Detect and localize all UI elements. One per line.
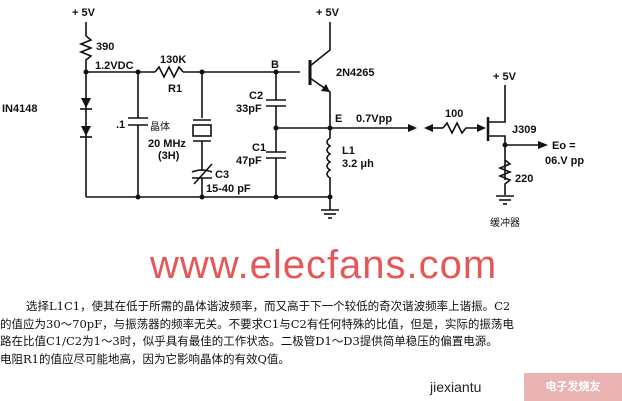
label-diodes: IN4148 <box>2 103 37 115</box>
ground-icon <box>496 195 514 205</box>
description-text: 选择L1C1，使其在低于所需的晶体谐波频率，而又高于下一个较低的奇次谐波频率上谐… <box>0 298 622 368</box>
label-buffer: 缓冲器 <box>490 216 520 229</box>
crystal <box>192 124 212 137</box>
label-l1: L1 <box>342 145 355 157</box>
label-crystal: 晶体 <box>150 121 170 133</box>
resistor-r1 <box>154 65 184 79</box>
label-c3-value: 15-40 pF <box>206 183 251 195</box>
label-transistor: 2N4265 <box>336 67 375 79</box>
label-output: Eo = <box>552 140 576 152</box>
label-supply-transistor: + 5V <box>316 7 340 19</box>
label-crystal-freq: 20 MHz <box>148 138 186 150</box>
description-line: 的值应为30～70pF，与振荡器的频率无关。不要求C1与C2有任何特殊的比值，但… <box>0 316 514 331</box>
label-emitter-signal: 0.7Vpp <box>356 113 392 125</box>
label-cap-bypass: .1 <box>116 119 125 131</box>
diode-2 <box>81 126 91 136</box>
description-line: 选择L1C1，使其在低于所需的晶体谐波频率，而又高于下一个较低的奇次谐波频率上谐… <box>26 299 511 313</box>
label-emitter-node: E <box>335 113 342 125</box>
label-r-gate: 100 <box>445 108 463 120</box>
diode-1 <box>81 98 91 108</box>
label-crystal-mode: (3H) <box>158 150 180 162</box>
resistor-220 <box>497 159 513 195</box>
label-c3: C3 <box>215 169 229 181</box>
circuit-schematic: + 5V 390 1.2VDC 130K R1 IN4148 .1 晶体 20 … <box>2 7 584 229</box>
site-mark: jiexiantu <box>430 379 482 395</box>
watermark: www.elecfans.com <box>150 243 498 287</box>
label-jfet: J309 <box>512 124 536 136</box>
label-r1-value: 130K <box>160 54 186 66</box>
inductor-l1 <box>326 128 332 210</box>
label-c2-value: 33pF <box>236 103 262 115</box>
label-output-value: 06.V pp <box>545 155 584 167</box>
label-bias-voltage: 1.2VDC <box>95 60 134 72</box>
capacitor-c3 <box>191 169 213 173</box>
resistor-390 <box>78 35 94 72</box>
label-base-node: B <box>271 59 279 71</box>
label-r1: R1 <box>168 83 182 95</box>
label-c1: C1 <box>252 142 266 154</box>
label-c1-value: 47pF <box>236 155 262 167</box>
resistor-100 <box>442 121 478 135</box>
description-line: 路在比值C1/C2为1～3时，似乎具有最佳的工作状态。二极管D1～D3提供简单稳… <box>0 334 498 348</box>
label-l1-value: 3.2 μh <box>342 158 374 170</box>
ground-icon <box>321 209 339 219</box>
label-supply-jfet: + 5V <box>493 71 517 83</box>
label-supply-left: + 5V <box>72 7 96 19</box>
description-line: 电阻R1的值应尽可能地高，因为它影响晶体的有效Q值。 <box>0 351 290 366</box>
logo: 电子发烧友 <box>524 373 622 401</box>
junction-dots <box>83 69 508 200</box>
label-c2: C2 <box>249 90 263 102</box>
label-r-source: 220 <box>515 173 533 185</box>
label-r-bias: 390 <box>96 41 114 53</box>
